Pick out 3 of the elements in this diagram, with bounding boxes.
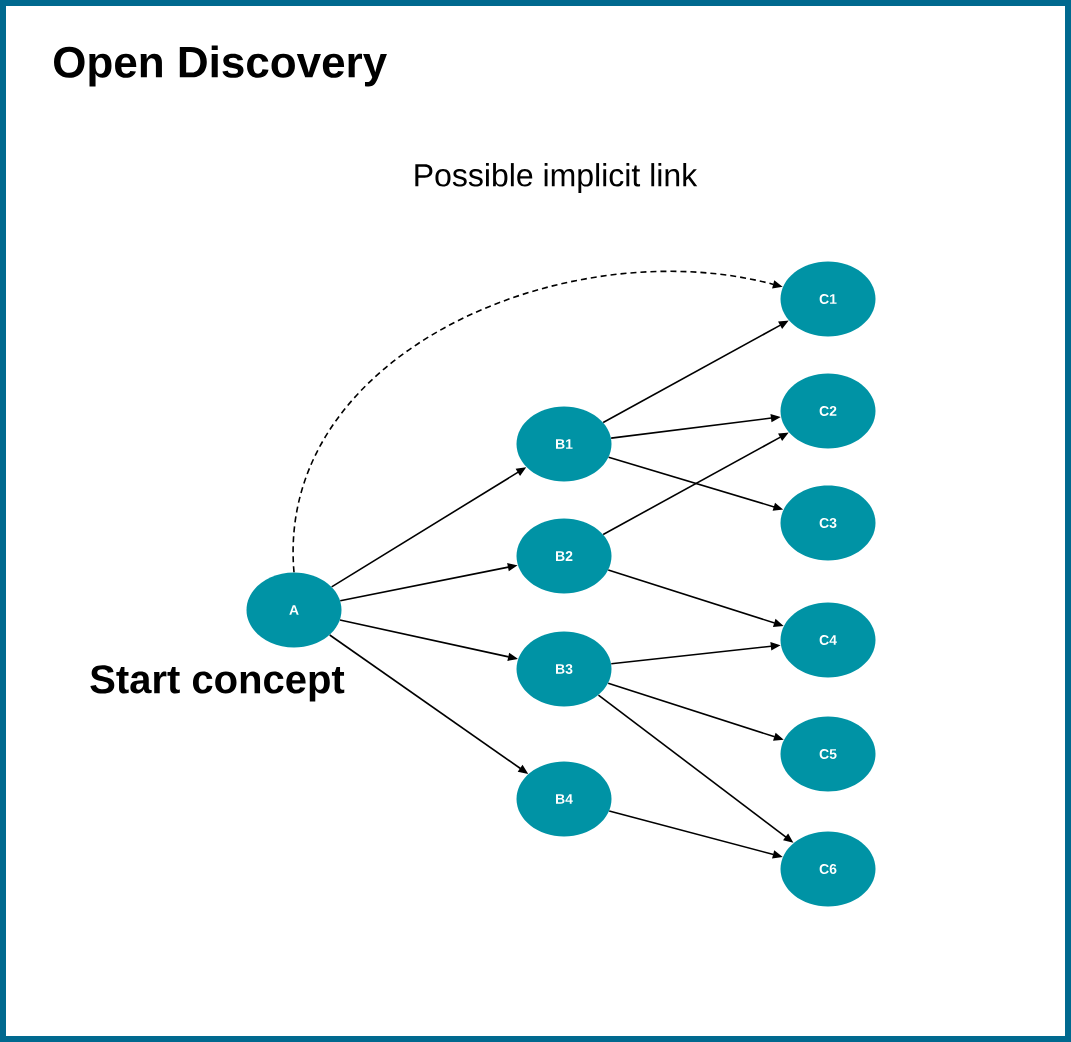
- node-caption: Start concept: [90, 665, 345, 702]
- title: Open Discovery: [54, 45, 387, 87]
- edge-label: Possible implicit link: [410, 161, 700, 195]
